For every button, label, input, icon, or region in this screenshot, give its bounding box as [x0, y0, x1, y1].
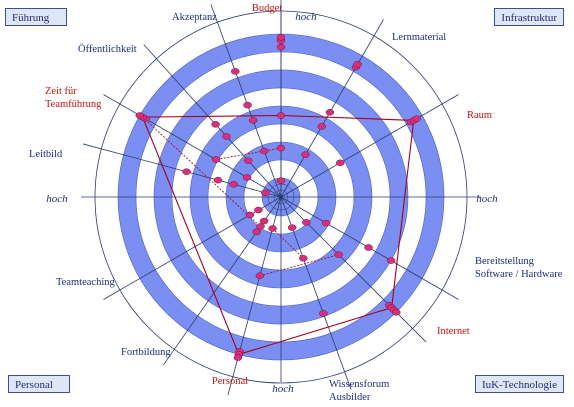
data-point — [336, 159, 345, 167]
data-point — [222, 133, 231, 140]
data-point — [260, 147, 269, 155]
data-point — [276, 177, 286, 184]
markers-layer — [135, 34, 421, 361]
axis-end-label: hoch — [476, 193, 498, 205]
profile-link — [272, 228, 304, 259]
axis-label: Teamteaching — [56, 277, 115, 288]
profile-link — [142, 116, 261, 227]
axis-label: Raum — [467, 110, 492, 121]
data-point — [364, 244, 373, 251]
data-point — [211, 156, 221, 163]
axis-label: Budget — [252, 3, 282, 14]
profile-link — [259, 254, 339, 277]
corner-personal: Personal — [8, 375, 70, 393]
data-point — [233, 354, 243, 361]
axis-line — [210, 4, 282, 198]
corner-infrastruktur: Infrastruktur — [494, 8, 564, 26]
axis-line — [103, 94, 282, 198]
axis-label: Öffentlichkeit — [78, 43, 137, 55]
data-point — [252, 228, 261, 235]
data-point — [276, 112, 286, 119]
data-point — [276, 34, 286, 41]
axis-label: Internet — [437, 326, 470, 337]
data-point — [334, 251, 343, 258]
data-point — [321, 219, 331, 227]
axis-end-label: hoch — [272, 383, 294, 395]
profile-layer — [141, 114, 415, 356]
axis-label: Leitbild — [29, 149, 63, 160]
data-point — [301, 151, 310, 158]
data-point — [386, 257, 396, 264]
data-point — [268, 225, 277, 232]
profile-link — [215, 147, 282, 160]
axis-label: Lernmaterial — [392, 32, 446, 43]
data-point — [248, 117, 258, 124]
axis-line — [82, 143, 282, 198]
data-point — [242, 174, 252, 181]
data-point — [244, 157, 253, 164]
data-point — [213, 176, 223, 184]
axis-line — [280, 94, 459, 198]
data-point — [392, 309, 401, 316]
data-point — [299, 255, 308, 262]
data-point — [245, 211, 255, 219]
data-point — [319, 310, 328, 317]
data-point — [261, 189, 270, 197]
axes-layer — [81, 0, 481, 396]
axis-line — [143, 44, 282, 198]
axis-end-label: hoch — [46, 193, 68, 205]
data-point — [254, 206, 263, 214]
profile-polygon — [141, 114, 415, 356]
data-point — [231, 68, 240, 75]
data-point — [256, 223, 265, 230]
corner-iuk-technologie: IuK-Technologie — [475, 375, 564, 393]
data-point — [211, 121, 220, 128]
data-point — [255, 272, 265, 279]
data-point — [259, 217, 269, 225]
corner-fuehrung: Führung — [5, 8, 67, 26]
data-point — [229, 181, 239, 188]
axis-end-label: hoch — [295, 11, 317, 23]
axis-label: Akzeptanz — [172, 12, 217, 23]
data-point — [135, 112, 145, 119]
data-point — [276, 144, 286, 152]
data-point — [412, 115, 421, 123]
data-point — [243, 101, 252, 109]
data-point — [353, 61, 362, 68]
data-point — [182, 168, 191, 175]
data-point — [287, 224, 297, 231]
data-point — [317, 123, 326, 130]
axis-line — [280, 19, 384, 198]
data-point — [325, 109, 335, 116]
data-point — [276, 43, 286, 51]
axis-label: Fortbildung — [121, 347, 171, 358]
axis-label: Personal — [212, 376, 248, 387]
data-point — [302, 219, 311, 226]
